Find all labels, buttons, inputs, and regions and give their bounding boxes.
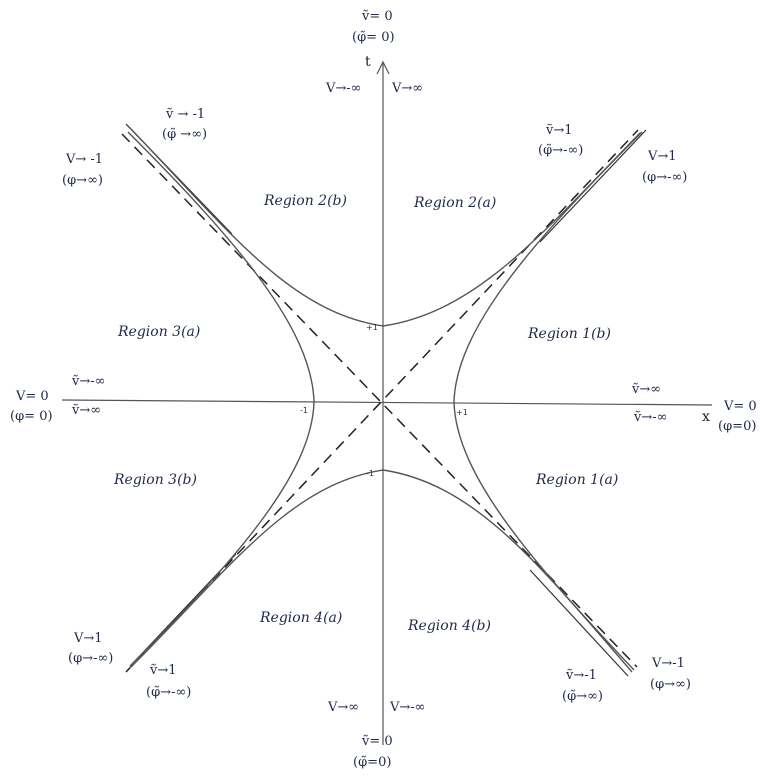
- left-vtilde-down-label: ṽ→∞: [71, 403, 101, 418]
- lr-phi-label: (φ→∞): [650, 677, 691, 692]
- ll-phitilde-label: (φ̃→-∞): [146, 685, 191, 700]
- ul-phitilde-label: (φ̃ →∞): [162, 127, 207, 142]
- left-phi-label: (φ= 0): [10, 409, 53, 424]
- tick-t-pos: +1: [366, 323, 378, 332]
- x-axis: [61, 399, 713, 406]
- hyperbola-top: [129, 127, 641, 327]
- region-2b-label: Region 2(b): [263, 193, 347, 209]
- ur-v-label: V→1: [647, 149, 677, 164]
- tick-x-pos: +1: [456, 408, 468, 417]
- right-phi-label: (φ=0): [718, 419, 756, 434]
- hyperbola-right: [453, 131, 643, 671]
- left-vtilde-up-label: ṽ→-∞: [71, 374, 105, 389]
- edge-lower-right: [529, 569, 629, 677]
- ul-v-label: V→ -1: [65, 152, 103, 167]
- ur-phitilde-label: (φ̃→-∞): [538, 143, 583, 158]
- hyperbola-bottom: [129, 469, 633, 673]
- edge-upper-right: [539, 129, 647, 243]
- region-1b-label: Region 1(b): [527, 326, 611, 342]
- lr-phitilde-label: (φ̃→∞): [562, 689, 603, 704]
- lr-v-label: V→-1: [651, 656, 685, 671]
- t-axis-label: t: [365, 54, 371, 70]
- region-3a-label: Region 3(a): [117, 324, 200, 340]
- ll-v-label: V→1: [73, 631, 103, 646]
- bottom-phitilde-label: (φ̃=0): [353, 755, 391, 770]
- top-vtilde-label: ṽ= 0: [361, 9, 393, 24]
- asymptote-ascending: [125, 129, 639, 673]
- region-1a-label: Region 1(a): [535, 472, 618, 488]
- tick-x-neg: -1: [300, 406, 308, 415]
- right-vtilde-up-label: ṽ→∞: [631, 382, 661, 397]
- ur-vtilde-label: ṽ→1: [545, 123, 573, 138]
- t-axis-arrow: [376, 60, 390, 75]
- top-phitilde-label: (φ̃= 0): [352, 30, 395, 45]
- tick-t-neg: -1: [366, 469, 374, 478]
- left-v-label: V= 0: [15, 389, 49, 404]
- ll-phi-label: (φ→-∞): [68, 651, 113, 666]
- region-4b-label: Region 4(b): [407, 618, 491, 634]
- lr-vtilde-label: ṽ→-1: [565, 668, 597, 683]
- right-v-label: V= 0: [723, 399, 757, 414]
- x-axis-label: x: [702, 409, 710, 425]
- bottom-right-v-label: V→-∞: [389, 700, 426, 715]
- ul-phi-label: (φ→∞): [62, 173, 103, 188]
- ul-vtilde-label: ṽ → -1: [165, 107, 205, 122]
- ll-vtilde-label: ṽ→1: [149, 663, 177, 678]
- right-vtilde-down-label: ṽ→-∞: [633, 410, 667, 425]
- ur-phi-label: (φ→-∞): [642, 170, 687, 185]
- top-right-v-label: V→∞: [391, 81, 423, 96]
- hyperbola-left: [127, 131, 315, 667]
- region-2a-label: Region 2(a): [413, 195, 496, 211]
- region-3b-label: Region 3(b): [113, 472, 197, 488]
- bottom-left-v-label: V→∞: [327, 700, 359, 715]
- region-4a-label: Region 4(a): [259, 610, 342, 626]
- top-left-v-label: V→-∞: [325, 81, 362, 96]
- bottom-vtilde-label: ṽ= 0: [361, 734, 393, 749]
